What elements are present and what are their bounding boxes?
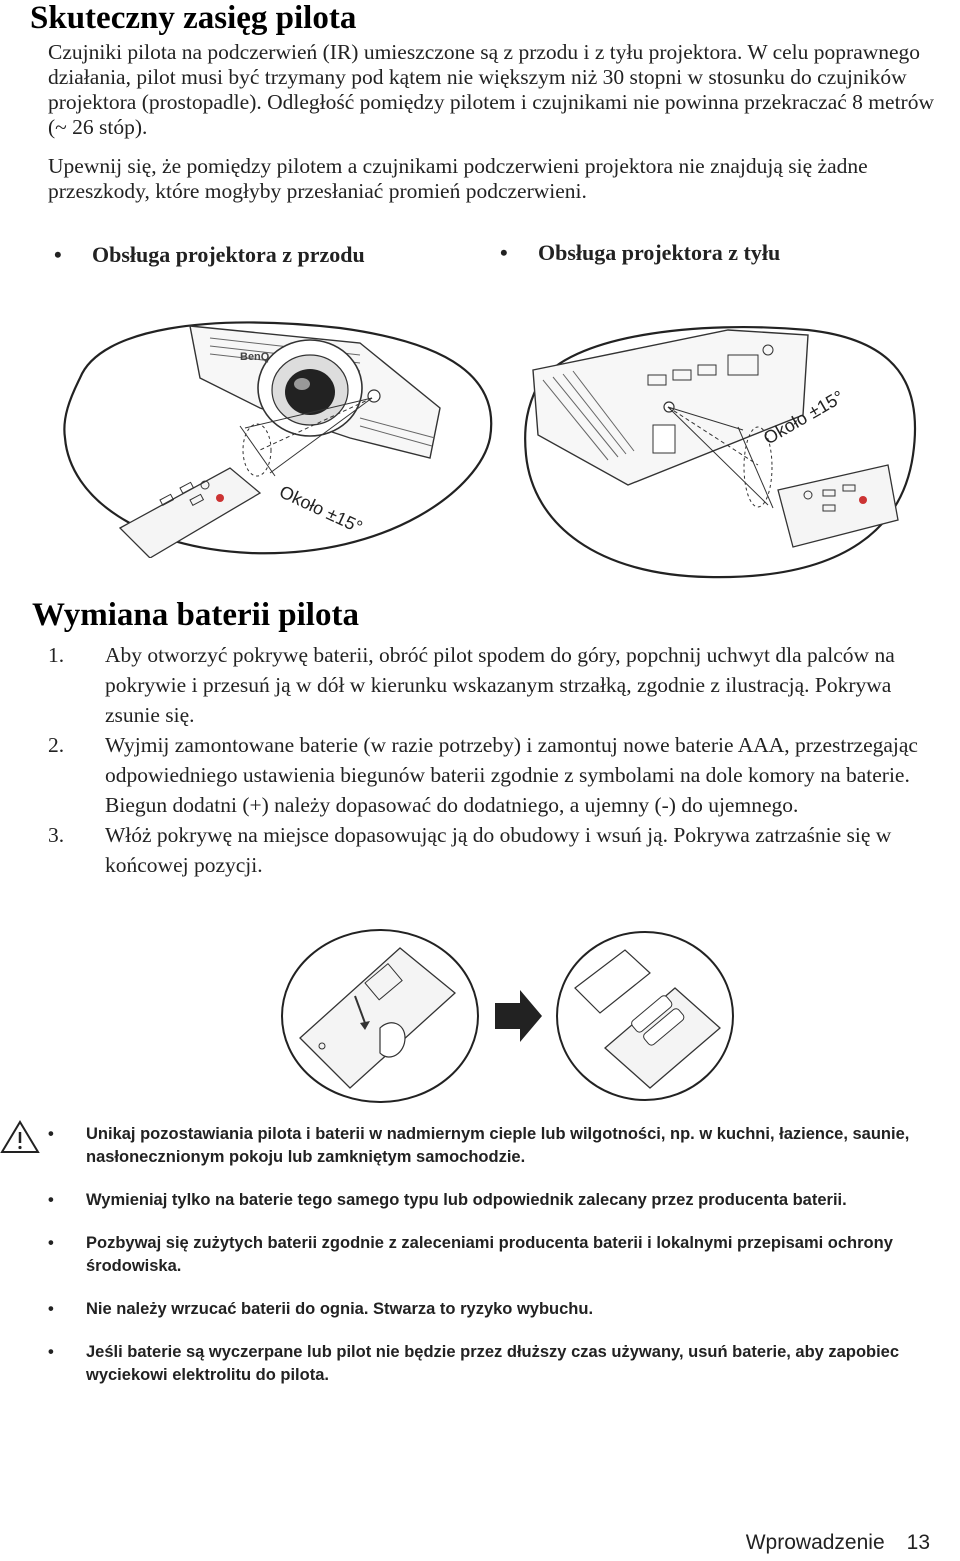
bullet-icon: • xyxy=(48,1343,54,1361)
warning-text: Nie należy wrzucać baterii do ognia. Stw… xyxy=(86,1300,594,1318)
footer-chapter: Wprowadzenie xyxy=(745,1531,885,1554)
warning-text: Jeśli baterie są wyczerpane lub pilot ni… xyxy=(86,1343,900,1384)
remote-cover-open-icon xyxy=(299,947,456,1089)
range-paragraph-2: Upewnij się, że pomiędzy pilotem a czujn… xyxy=(48,154,868,203)
warning-item: • Unikaj pozostawiania pilota i baterii w… xyxy=(48,1123,948,1169)
battery-warnings: • Unikaj pozostawiania pilota i baterii w… xyxy=(48,1123,948,1407)
warning-item: • Wymieniaj tylko na baterie tego samego … xyxy=(48,1189,948,1212)
projector-front-icon: BenQ xyxy=(189,325,441,459)
bullet-icon: • xyxy=(48,1191,54,1209)
step-item: 3. Włóż pokrywę na miejsce dopasowując ją… xyxy=(48,820,948,880)
page-number: 13 xyxy=(906,1531,930,1554)
range-paragraph-1: Czujniki pilota na podczerwień (IR) umie… xyxy=(48,40,934,139)
front-operation-illustration: BenQ Około ±15° xyxy=(63,321,493,558)
section-title-remote-range: Skuteczny zasięg pilota xyxy=(30,0,357,36)
battery-replacement-illustration xyxy=(281,929,734,1103)
bullet-icon: • xyxy=(500,240,508,265)
step-number: 1. xyxy=(48,643,65,667)
remote-rear-icon xyxy=(777,464,899,548)
warning-text: Wymieniaj tylko na baterie tego samego t… xyxy=(86,1191,847,1209)
remote-front-icon xyxy=(118,467,262,558)
range-description: Czujniki pilota na podczerwień (IR) umie… xyxy=(48,40,953,218)
caution-triangle-icon xyxy=(0,1120,40,1153)
bullet-icon: • xyxy=(48,1300,54,1318)
step-number: 2. xyxy=(48,733,65,757)
warning-item: • Pozbywaj się zużytych baterii zgodnie z… xyxy=(48,1232,948,1278)
battery-steps: 1. Aby otworzyć pokrywę baterii, obróć pi… xyxy=(48,640,948,880)
warning-text: Unikaj pozostawiania pilota i baterii w … xyxy=(86,1125,910,1166)
right-arrow-icon xyxy=(495,990,542,1042)
warning-item: • Jeśli baterie są wyczerpane lub pilot n… xyxy=(48,1341,948,1387)
ir-cone-front xyxy=(239,397,373,477)
warning-item: • Nie należy wrzucać baterii do ognia. St… xyxy=(48,1298,948,1321)
step-text: Aby otworzyć pokrywę baterii, obróć pilo… xyxy=(105,643,895,727)
brand-mark: BenQ xyxy=(240,351,270,363)
bullet-icon: • xyxy=(48,1125,54,1143)
bullet-front-label: Obsługa projektora z przodu xyxy=(92,242,365,267)
page-footer: Wprowadzenie 13 xyxy=(724,1531,930,1555)
remote-battery-compartment-icon xyxy=(574,949,721,1089)
bullet-icon: • xyxy=(48,1234,54,1252)
step-item: 2. Wyjmij zamontowane baterie (w razie po… xyxy=(48,730,948,820)
ir-cone-rear xyxy=(667,406,774,509)
rear-operation-illustration: Około ±15° xyxy=(524,326,917,579)
step-text: Wyjmij zamontowane baterie (w razie potr… xyxy=(105,733,918,817)
warning-text: Pozbywaj się zużytych baterii zgodnie z … xyxy=(86,1234,893,1275)
step-item: 1. Aby otworzyć pokrywę baterii, obróć pi… xyxy=(48,640,948,730)
section-title-battery-replacement: Wymiana baterii pilota xyxy=(32,597,359,633)
step-number: 3. xyxy=(48,823,65,847)
angle-label-front: Około ±15° xyxy=(276,481,365,537)
bullet-rear-label: Obsługa projektora z tyłu xyxy=(538,240,781,265)
step-text: Włóż pokrywę na miejsce dopasowując ją d… xyxy=(105,823,892,877)
bullet-icon: • xyxy=(54,242,62,267)
